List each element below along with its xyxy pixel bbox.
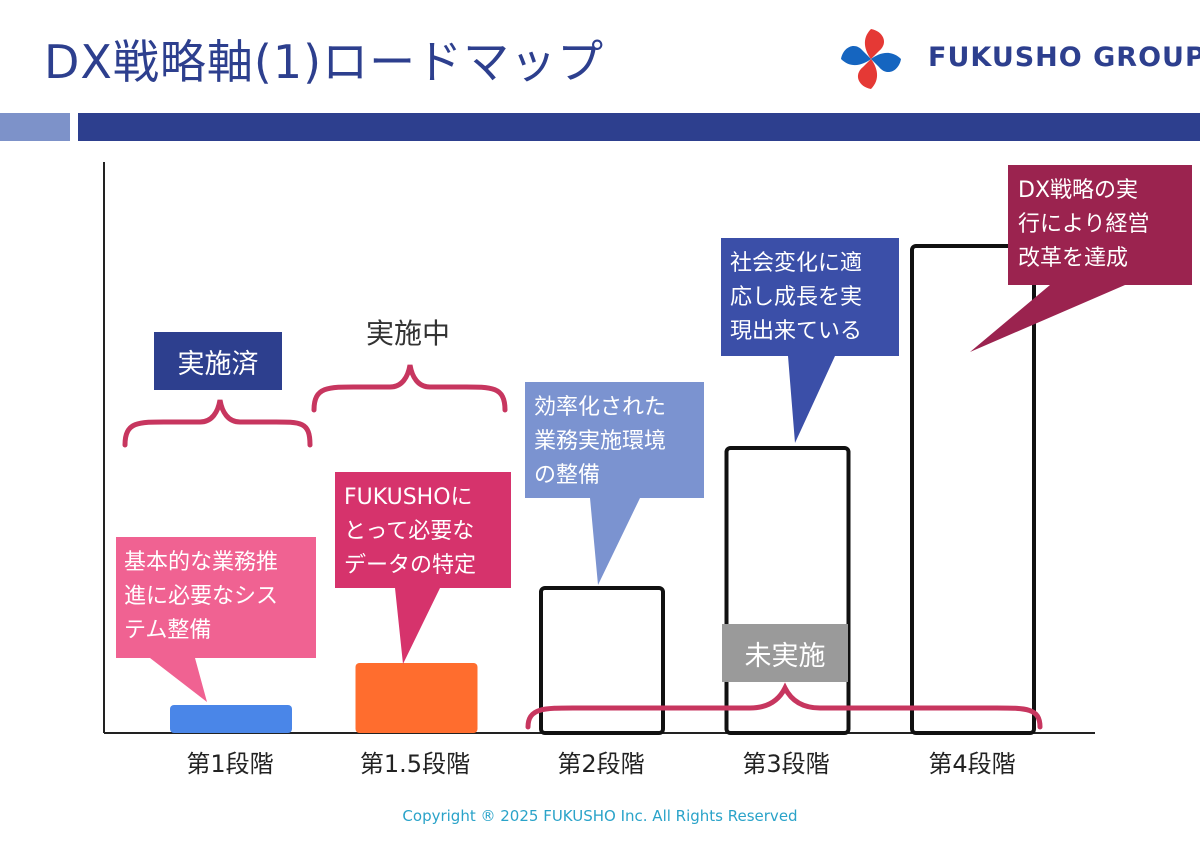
callout-2-text: FUKUSHOに とって必要な データの特定: [344, 485, 477, 578]
brace-not-done: [525, 682, 1043, 730]
stage-label-3: 第3段階: [742, 750, 830, 778]
callout-5-shape: [970, 165, 1192, 352]
bar-1: [170, 705, 292, 733]
bar-3: [539, 586, 665, 735]
phase-done-label: 実施済: [154, 332, 282, 390]
callout-1-shape: [116, 537, 316, 702]
page-title: DX戦略軸(1)ロードマップ: [44, 35, 605, 89]
callout-1-text: 基本的な業務推 進に必要なシス テム整備: [124, 550, 279, 643]
callout-4-shape: [721, 238, 899, 443]
brand-name: FUKUSHO GROUP: [928, 42, 1200, 73]
callout-3-shape: [525, 382, 704, 585]
stage-label-1: 第1段階: [186, 750, 274, 778]
header-band: [78, 113, 1200, 141]
phase-in-progress-label: 実施中: [366, 317, 451, 350]
callout-3-text: 効率化された 業務実施環境 の整備: [534, 395, 667, 488]
phase-not-done-label: 未実施: [722, 624, 848, 682]
header-band-accent: [0, 113, 70, 141]
copyright-text: Copyright ® 2025 FUKUSHO Inc. All Rights…: [402, 807, 798, 825]
bar-2: [355, 663, 478, 733]
fukusho-logo-icon: [841, 29, 901, 89]
bar-5: [910, 244, 1036, 735]
stage-label-2: 第2段階: [557, 750, 645, 778]
brace-in-progress: [311, 364, 508, 413]
callout-4-text: 社会変化に適 応し成長を実 現出来ている: [730, 251, 863, 344]
stage-label-4: 第4段階: [928, 750, 1016, 778]
stage-label-1-5: 第1.5段階: [359, 750, 471, 778]
callout-2-shape: [335, 472, 511, 664]
callout-5-text: DX戦略の実 行により経営 改革を達成: [1018, 178, 1150, 271]
brace-done: [122, 399, 313, 448]
